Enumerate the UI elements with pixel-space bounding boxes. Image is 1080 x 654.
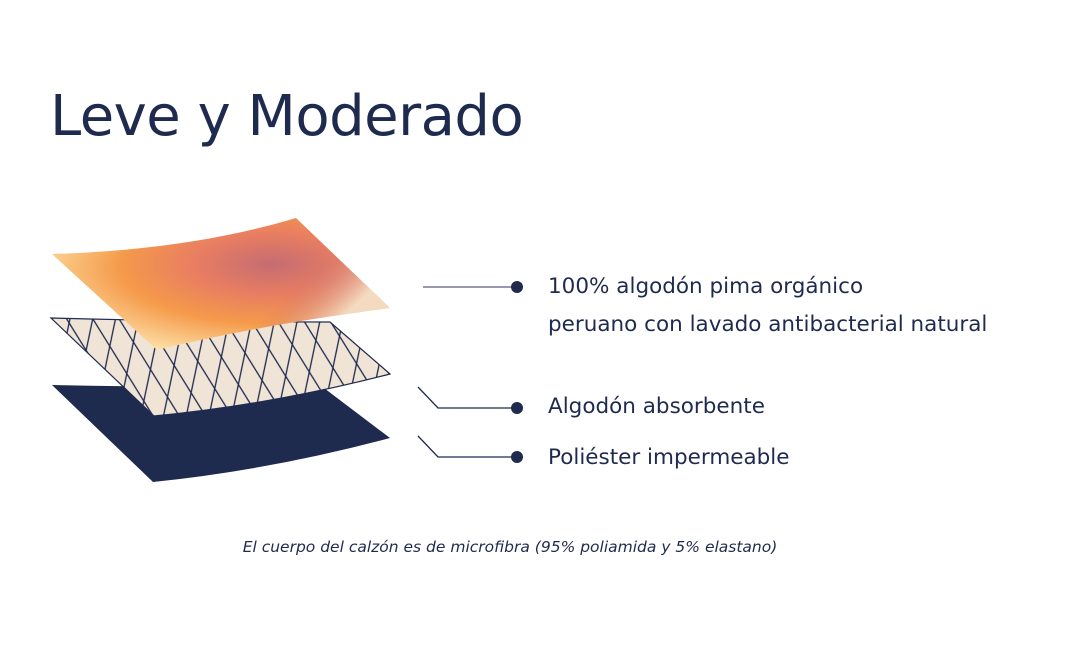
bottom-layer-polyester	[52, 385, 390, 482]
connector-dot-icon	[511, 402, 523, 414]
connector-dot-icon	[511, 451, 523, 463]
label-line: peruano con lavado antibacterial natural	[548, 312, 988, 337]
label-bottom-layer: Poliéster impermeable	[548, 445, 790, 470]
connector-dot-icon	[511, 281, 523, 293]
connector-bottom	[417, 435, 517, 458]
label-top-layer: 100% algodón pima orgánico peruano con l…	[548, 268, 987, 344]
connector-middle	[417, 386, 517, 409]
caption: El cuerpo del calzón es de microfibra (9…	[242, 538, 778, 556]
page-title: Leve y Moderado	[50, 84, 524, 149]
label-line: 100% algodón pima orgánico	[548, 274, 864, 299]
label-middle-layer: Algodón absorbente	[548, 394, 765, 419]
